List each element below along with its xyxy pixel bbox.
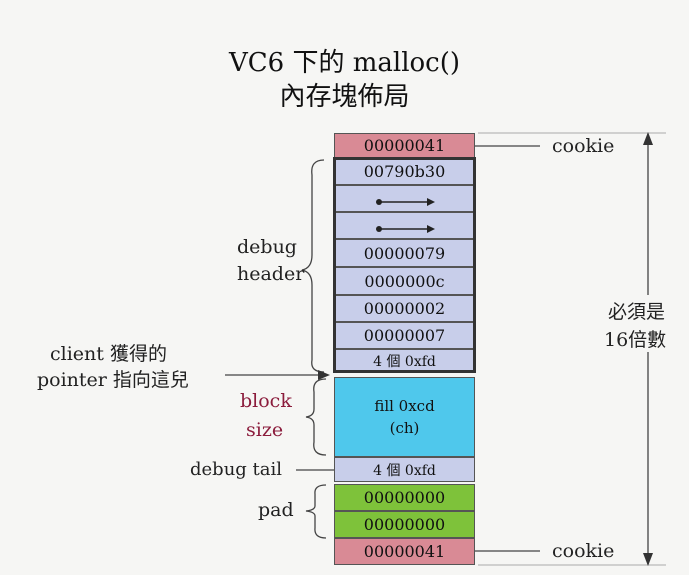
right-arrow-icon [375,220,435,233]
alignment-note-line2: 16倍數 [604,325,667,352]
right-arrow-icon [375,193,435,206]
diagram-title-line2: 內存塊佈局 [279,82,410,112]
header-cell-1: 00790b30 [334,158,475,185]
debug-tail-label: debug tail [190,459,283,480]
cookie-top-label: cookie [552,135,615,157]
client-pointer-label-line2: pointer 指向這兒 [37,369,189,391]
block-size-label-line1: block [240,390,292,412]
header-cell-5: 0000000c [334,267,475,295]
block-size-label-line2: size [246,419,284,441]
client-pointer-label-line1: client 獲得的 [50,343,167,365]
header-cell-6: 00000002 [334,295,475,322]
debug-header-label-line2: header [237,263,305,285]
header-cell-next-pointer [334,185,475,212]
header-cell-7: 00000007 [334,322,475,349]
user-fill-text: fill 0xcd [374,397,435,415]
pad-cell-2: 00000000 [334,511,475,538]
cookie-bottom-cell: 00000041 [334,538,475,565]
header-cell-4: 00000079 [334,239,475,267]
cookie-bottom-label: cookie [552,540,615,562]
header-cell-fd: 4 個 0xfd [334,349,475,373]
diagram-title-line1: VC6 下的 malloc() [228,48,461,78]
debug-header-label-line1: debug [237,236,297,258]
pad-cell-1: 00000000 [334,484,475,511]
user-fill-note: (ch) [389,419,420,437]
user-data-cell: fill 0xcd (ch) [334,377,475,457]
debug-tail-cell: 4 個 0xfd [334,457,475,482]
pad-label: pad [258,499,294,521]
debug-header-outline [333,157,476,373]
alignment-note-line1: 必須是 [608,297,666,324]
